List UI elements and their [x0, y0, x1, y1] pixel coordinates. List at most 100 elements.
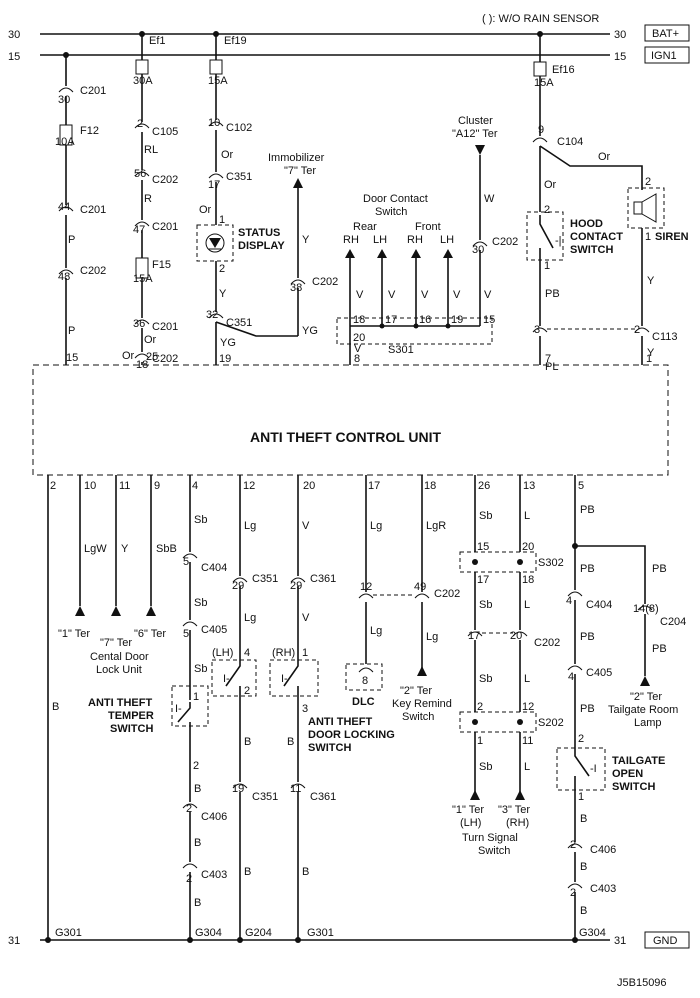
pin-label: 11 — [522, 735, 533, 747]
wire-color: Or — [544, 179, 557, 191]
wire-color: Sb — [479, 510, 492, 522]
connector-label: C201 — [80, 204, 106, 216]
connector-label: C403 — [201, 869, 227, 881]
fuse-ef1 — [135, 59, 149, 75]
wire-color: L — [524, 761, 530, 773]
wire-color: YG — [302, 325, 318, 337]
ground-dot — [295, 937, 301, 943]
hood-switch-label: CONTACT — [570, 231, 623, 243]
pin-label: 2 — [193, 760, 199, 772]
junction-dot — [445, 323, 451, 329]
wire-color: B — [52, 701, 59, 713]
tamper-switch-label: ANTI THEFT — [88, 697, 152, 709]
switch-contact — [283, 660, 299, 696]
status-display-label: STATUS — [238, 227, 280, 239]
pin-label: 32 — [206, 309, 218, 321]
pin-label: 2 — [570, 839, 576, 851]
wire-color: YG — [220, 337, 236, 349]
wire-color: PB — [580, 631, 595, 643]
wire — [79, 475, 152, 606]
wire-color: B — [302, 866, 309, 878]
pin-label: 2 — [578, 733, 584, 745]
unit-pin: 17 — [368, 480, 380, 492]
wire-color: Y — [121, 543, 129, 555]
wire-color: B — [580, 905, 587, 917]
fuse-amp: 15A — [133, 273, 153, 285]
pin-label: 5 — [183, 628, 189, 640]
connector-mark — [134, 171, 150, 177]
ign-label: IGN1 — [651, 50, 677, 62]
hood-switch-label: SWITCH — [570, 244, 613, 256]
rail-15-left-label: 15 — [8, 51, 20, 63]
immobilizer-ref: Immobilizer — [268, 152, 325, 164]
pin-label: 1 — [578, 791, 584, 803]
tamper-switch-label: SWITCH — [110, 723, 153, 735]
connector-mark — [232, 577, 248, 583]
tamper-switch-label: TEMPER — [108, 710, 154, 722]
wire-color: L — [524, 673, 530, 685]
fuse-label: F15 — [152, 259, 171, 271]
connector-label: C406 — [201, 811, 227, 823]
siren-box — [627, 187, 665, 229]
connector-mark — [58, 269, 74, 275]
junction-dot — [517, 719, 523, 725]
pin-label: 20 — [353, 332, 365, 344]
dlc-box — [345, 663, 383, 691]
wire-color: V — [421, 289, 429, 301]
wire-color: Sb — [194, 663, 207, 675]
pin-label: 2 — [244, 685, 250, 697]
ground-dot — [237, 937, 243, 943]
connector-mark — [232, 783, 248, 789]
unit-pin: 13 — [523, 480, 535, 492]
connector-label: C351 — [252, 573, 278, 585]
wire-color: B — [194, 783, 201, 795]
switch-mark: -| — [555, 235, 562, 247]
pin-label: 11 — [290, 783, 301, 795]
connector-label: C202 — [434, 588, 460, 600]
wire-color: PB — [652, 563, 667, 575]
fuse-ef19 — [209, 59, 223, 75]
connector-mark — [532, 327, 548, 333]
wire-color: Or — [144, 334, 157, 346]
arrow-up-icon — [411, 249, 421, 258]
connector-label: C202 — [534, 637, 560, 649]
ground-label: G301 — [55, 927, 82, 939]
connector-label: C351 — [226, 171, 252, 183]
connector-label: C361 — [310, 573, 336, 585]
pin-label: 47 — [133, 224, 145, 236]
arrow-up-icon — [470, 790, 480, 800]
connector-label: C201 — [80, 85, 106, 97]
wire-color: Lg — [244, 520, 256, 532]
pin-label: 1 — [477, 735, 483, 747]
connector-mark — [567, 665, 583, 671]
wire-color: W — [484, 193, 495, 205]
arrow-up-icon — [345, 249, 355, 258]
fuse-label: Ef1 — [149, 35, 166, 47]
cdl-ref: "6" Ter — [134, 628, 166, 640]
hood-switch-box — [526, 211, 564, 261]
unit-pin: 25 — [146, 351, 158, 363]
connector-mark — [467, 631, 483, 637]
wire-color: Or — [122, 350, 135, 362]
unit-pin: 5 — [578, 480, 584, 492]
connector-label: C105 — [152, 126, 178, 138]
arrow-up-icon — [146, 606, 156, 616]
connector-label: C351 — [252, 791, 278, 803]
status-display-lamp — [205, 233, 225, 253]
pin-label: 8 — [362, 675, 368, 687]
wire-color: P — [68, 234, 75, 246]
connector-mark — [532, 137, 548, 143]
arrow-up-icon — [640, 676, 650, 686]
wire-color: V — [356, 289, 364, 301]
junction-dot — [472, 719, 478, 725]
connector-label: C202 — [152, 353, 178, 365]
connector-label: C204 — [660, 616, 686, 628]
connector-mark — [472, 241, 488, 247]
wire — [474, 732, 521, 792]
switch-mark: I- — [281, 673, 288, 685]
connector-mark — [182, 863, 198, 869]
connector-mark — [567, 591, 583, 597]
splice-s202 — [459, 711, 537, 733]
siren-label: SIREN — [655, 231, 689, 243]
connector-mark — [637, 605, 653, 611]
